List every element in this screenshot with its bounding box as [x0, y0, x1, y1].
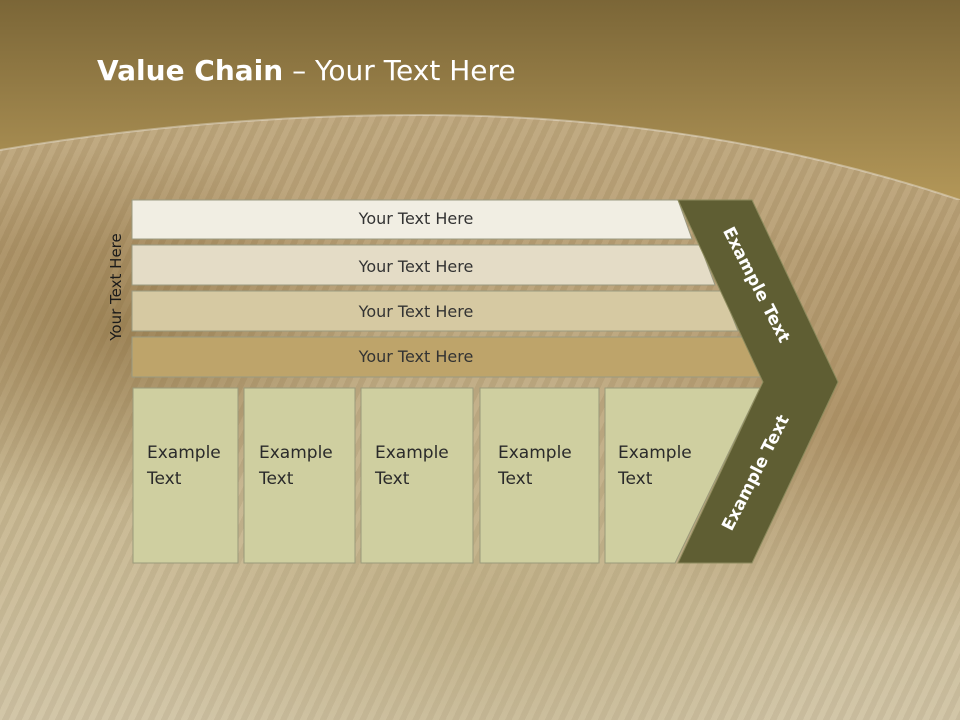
box-1-label: Example Text	[147, 443, 221, 489]
box-3-shape	[360, 387, 474, 564]
bar-2-shape	[131, 244, 716, 286]
box-2-shape	[243, 387, 356, 564]
box-1-shape	[132, 387, 239, 564]
bar-4-label: Your Text Here	[358, 347, 474, 366]
bar-3-shape	[131, 290, 739, 332]
box-3-label: Example Text	[375, 443, 449, 489]
title-bold: Value Chain	[97, 54, 284, 87]
box-2-label: Example Text	[259, 443, 333, 489]
bar-2-label: Your Text Here	[358, 257, 474, 276]
bar-3-label: Your Text Here	[358, 302, 474, 321]
chevron-shape	[677, 199, 839, 564]
bar-1-label: Your Text Here	[358, 209, 474, 228]
box-5-label: Example Text	[618, 443, 692, 489]
box-4-shape	[479, 387, 600, 564]
bar-1-shape	[131, 199, 693, 240]
title-rest: – Your Text Here	[283, 54, 516, 87]
diagram-reflection	[0, 565, 960, 720]
box-4-label: Example Text	[498, 443, 572, 489]
header-band	[0, 0, 960, 200]
box-5-shape	[604, 387, 761, 564]
slide-title: Value Chain – Your Text Here	[97, 54, 516, 87]
